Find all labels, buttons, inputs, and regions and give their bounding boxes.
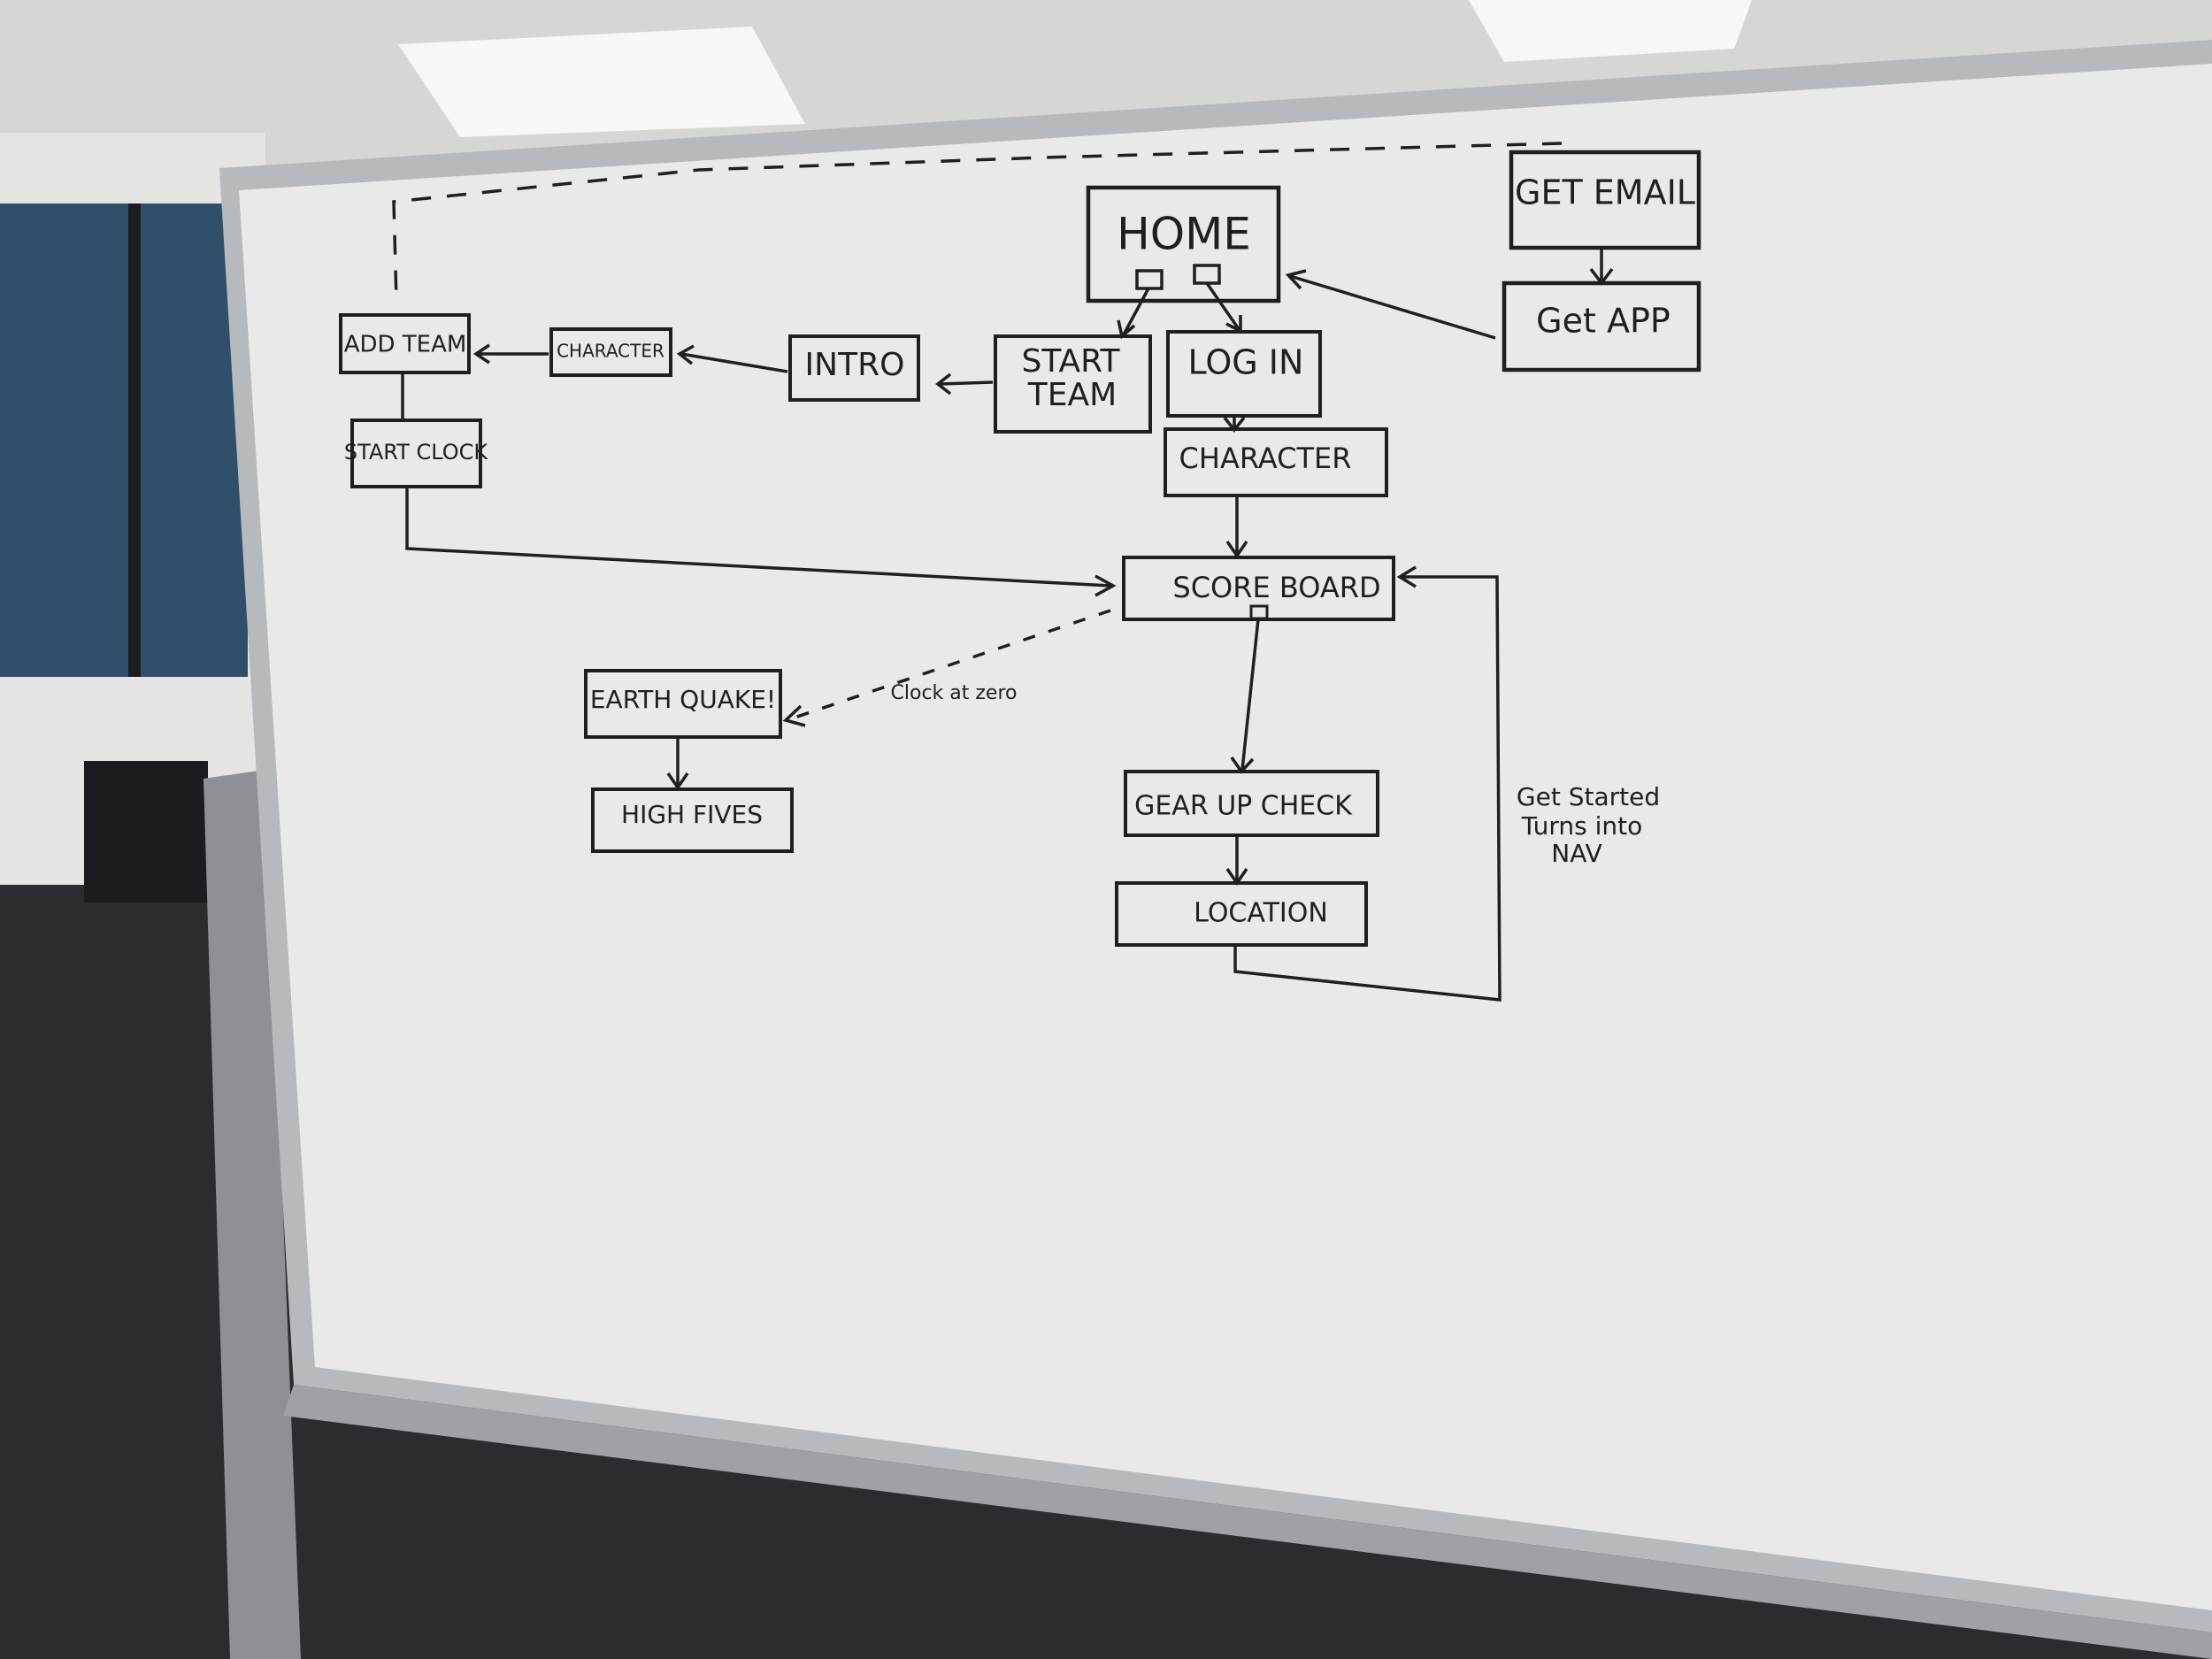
- node-start-clock-box: [350, 419, 482, 488]
- ceiling-light-left: [398, 27, 805, 137]
- node-character-small-box: [549, 327, 672, 377]
- node-intro-label: INTRO: [805, 347, 905, 383]
- annotation-get-started-line2: Turns into: [1521, 811, 1643, 841]
- node-gear-up-check-box: [1124, 770, 1379, 837]
- node-gear-up-check-label: GEAR UP CHECK: [1134, 791, 1353, 822]
- node-log-in-box: [1166, 330, 1322, 418]
- node-location: LOCATION: [1115, 881, 1368, 947]
- arrowhead-score-board-to-gear-up: [1230, 757, 1255, 774]
- node-character-small: CHARACTER: [549, 327, 672, 377]
- arrowhead-start-clock-to-score-board: [1094, 574, 1117, 597]
- node-start-clock-label: START CLOCK: [344, 440, 489, 465]
- arrowhead-email-to-app: [1589, 267, 1614, 286]
- connector-start-team-to-intro: [939, 380, 994, 386]
- node-start-team-line1: START: [1021, 343, 1120, 380]
- node-high-fives-box: [591, 787, 794, 853]
- arrowhead-character-small-to-add-team: [472, 343, 490, 365]
- connector-score-board-to-gear-up: [1240, 618, 1260, 771]
- node-character-box: [1164, 427, 1388, 497]
- score-board-slot: [1249, 604, 1269, 620]
- node-log-in: LOG IN: [1166, 330, 1322, 418]
- node-location-label: LOCATION: [1194, 898, 1328, 929]
- connector-home-to-log-in: [1205, 282, 1240, 330]
- node-add-team-box: [339, 313, 471, 374]
- node-home-box: [1086, 185, 1281, 303]
- arrowhead-location-loop-to-score-board: [1396, 565, 1417, 588]
- marker-tray: [283, 1385, 2212, 1659]
- node-add-team-label: ADD TEAM: [344, 332, 467, 358]
- chair: [84, 761, 208, 902]
- arrowhead-start-team-to-intro: [935, 373, 952, 396]
- board-stand-post: [204, 770, 301, 1659]
- annotation-get-started-line1: Get Started: [1517, 782, 1660, 811]
- node-get-app-label: Get APP: [1536, 302, 1671, 341]
- annotation-get-started-line3: NAV: [1551, 839, 1601, 868]
- node-earthquake-box: [584, 669, 782, 739]
- arrowhead-intro-to-character-small: [676, 344, 695, 365]
- node-get-email-label: GET EMAIL: [1515, 173, 1695, 212]
- node-high-fives-label: HIGH FIVES: [621, 800, 763, 829]
- arrowhead-earthquake-to-high-fives: [666, 772, 689, 791]
- node-character-label: CHARACTER: [1179, 442, 1352, 475]
- arrowhead-log-in-to-character: [1223, 416, 1246, 433]
- connector-location-loop-to-score-board: [1233, 575, 1502, 1002]
- connector-dashed-email-to-addteam: [392, 142, 1563, 302]
- home-slot-left: [1135, 269, 1164, 290]
- node-get-email-box: [1509, 150, 1701, 250]
- node-intro: INTRO: [788, 334, 920, 402]
- node-start-team-box: [994, 334, 1152, 434]
- arrowhead-dashed-score-board-to-earthquake: [782, 704, 806, 727]
- node-earthquake: EARTH QUAKE!: [584, 669, 782, 739]
- window: [0, 204, 248, 677]
- node-intro-box: [788, 334, 920, 402]
- node-log-in-label: LOG IN: [1188, 343, 1304, 382]
- node-start-team: START TEAM: [994, 334, 1152, 434]
- arrowhead-app-to-home: [1285, 269, 1307, 290]
- node-get-email: GET EMAIL: [1509, 150, 1701, 250]
- connectors: [401, 248, 1614, 1002]
- arrowhead-home-to-start-team: [1117, 319, 1136, 340]
- node-start-clock: START CLOCK: [344, 419, 489, 488]
- node-add-team: ADD TEAM: [339, 313, 471, 374]
- node-score-board-label: SCORE BOARD: [1172, 571, 1380, 604]
- arrowhead-gear-up-to-location: [1225, 868, 1248, 887]
- connector-dashed-score-board-to-earthquake: [791, 609, 1111, 720]
- node-home: HOME: [1086, 185, 1281, 303]
- node-character: CHARACTER: [1164, 427, 1388, 497]
- ceiling-light-right: [1469, 0, 1752, 62]
- connector-start-clock-to-score-board: [405, 487, 1111, 588]
- window-mullion: [128, 204, 141, 677]
- node-start-team-line2: TEAM: [1027, 377, 1117, 413]
- node-location-box: [1115, 881, 1368, 947]
- node-gear-up-check: GEAR UP CHECK: [1124, 770, 1379, 837]
- node-score-board: SCORE BOARD: [1122, 556, 1395, 621]
- connector-app-to-home: [1289, 274, 1496, 340]
- node-earthquake-label: EARTH QUAKE!: [590, 685, 776, 714]
- annotation-clock-at-zero: Clock at zero: [891, 682, 1018, 704]
- arrowhead-character-to-score-board: [1225, 541, 1248, 559]
- arrowhead-home-to-log-in: [1225, 315, 1242, 334]
- node-home-label: HOME: [1117, 209, 1251, 260]
- node-high-fives: HIGH FIVES: [591, 787, 794, 853]
- connector-intro-to-character-small: [680, 352, 788, 373]
- connector-home-to-start-team: [1122, 288, 1150, 335]
- node-character-small-label: CHARACTER: [557, 341, 664, 362]
